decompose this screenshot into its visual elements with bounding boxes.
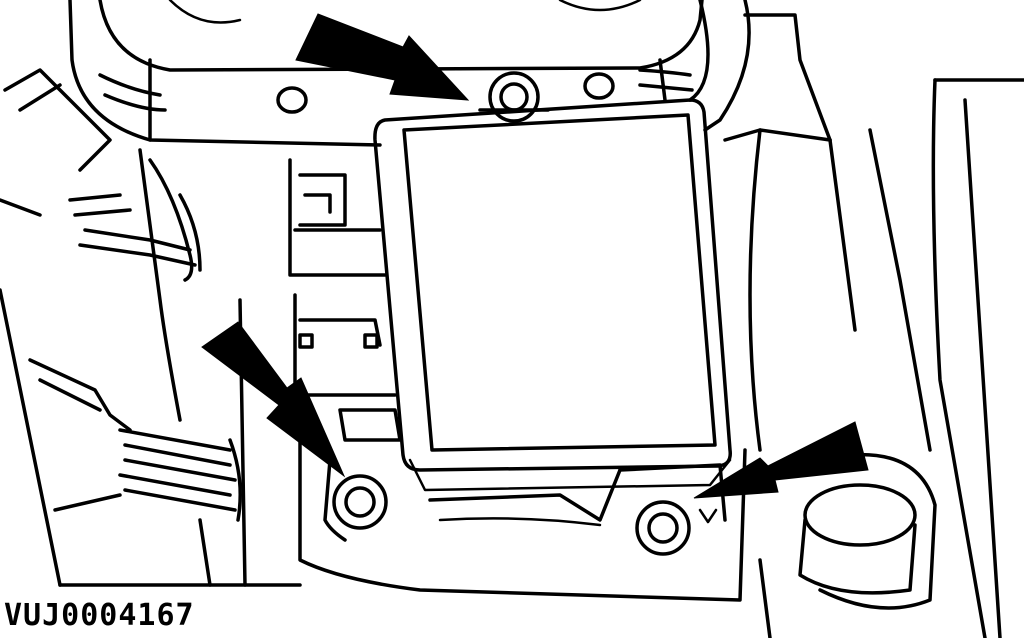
lower-right-mounting-nut — [635, 500, 718, 556]
shifter-knob — [758, 452, 937, 638]
top-mounting-nut-arrow — [295, 13, 470, 101]
left-mounting-nut-arrow — [201, 321, 346, 478]
figure-reference-code: VUJ0004167 — [4, 598, 195, 633]
upper-console-housing — [68, 0, 832, 147]
right-mounting-nut-arrow — [693, 421, 869, 499]
wiring-harness-lower — [28, 358, 242, 522]
mounting-bosses — [276, 72, 615, 114]
lower-mounting-bracket — [298, 438, 747, 602]
restraints-control-module — [373, 98, 732, 492]
right-side-trim — [748, 78, 1024, 638]
wiring-harness-upper — [0, 68, 202, 282]
lower-left-mounting-nut — [332, 474, 388, 530]
